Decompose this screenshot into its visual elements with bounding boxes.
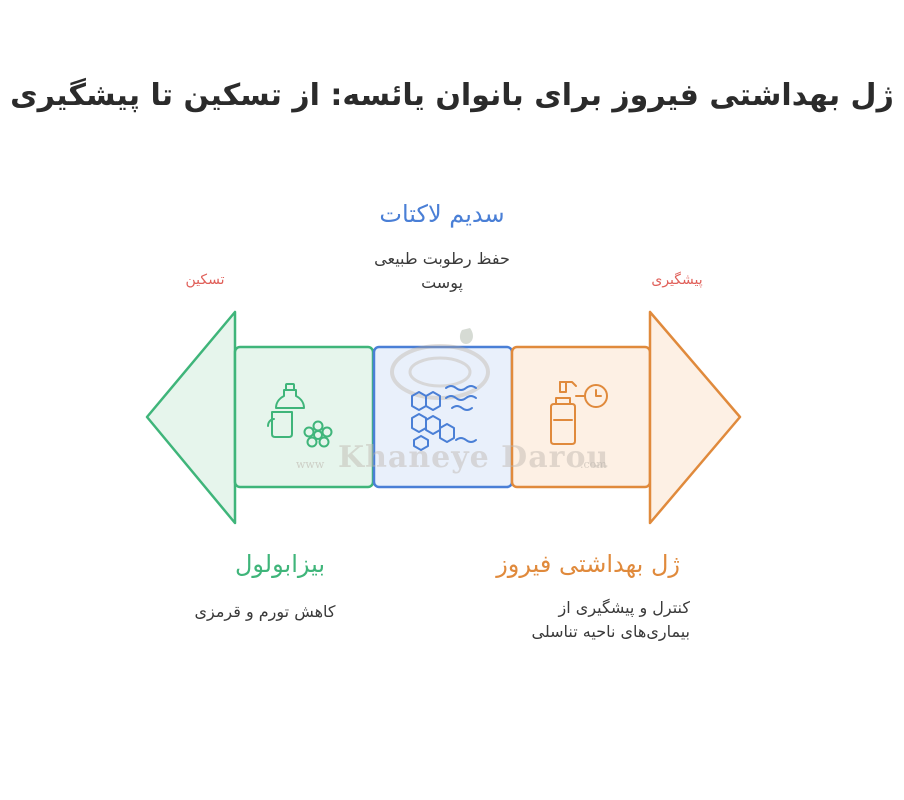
section-heading-firooz-gel: ژل بهداشتی فیروز [496, 550, 680, 578]
watermark-suffix: .com [580, 458, 607, 471]
left-arrow-head [145, 310, 237, 525]
desc-line: کنترل و پیشگیری از [558, 598, 690, 617]
section-desc-sodium-lactate: حفظ رطوبت طبیعی پوست [342, 247, 542, 295]
spray-bottle-clock-icon [550, 381, 608, 445]
page-title: ژل بهداشتی فیروز برای بانوان یائسه: از ت… [10, 78, 894, 113]
desc-line: بیماری‌های ناحیه تناسلی [531, 622, 690, 641]
desc-line: حفظ رطوبت طبیعی [374, 249, 510, 268]
watermark-text: Khaneye Darou [338, 440, 610, 475]
section-desc-bisabolol: کاهش تورم و قرمزی [160, 600, 370, 624]
spectrum-arrow-diagram [145, 310, 742, 525]
right-end-label: پیشگیری [651, 272, 703, 288]
desc-line: پوست [421, 273, 463, 292]
hydration-cells-icon [411, 385, 477, 451]
desc-line: کاهش تورم و قرمزی [194, 602, 336, 621]
watermark-prefix: www [296, 458, 325, 471]
section-desc-firooz-gel: کنترل و پیشگیری از بیماری‌های ناحیه تناس… [440, 596, 690, 644]
bottle-flower-icon [267, 383, 333, 448]
section-heading-bisabolol: بیزابولول [234, 550, 326, 578]
right-arrow-head [648, 310, 742, 525]
left-end-label: تسکین [185, 272, 225, 288]
section-heading-sodium-lactate: سدیم لاکتات [379, 200, 505, 228]
